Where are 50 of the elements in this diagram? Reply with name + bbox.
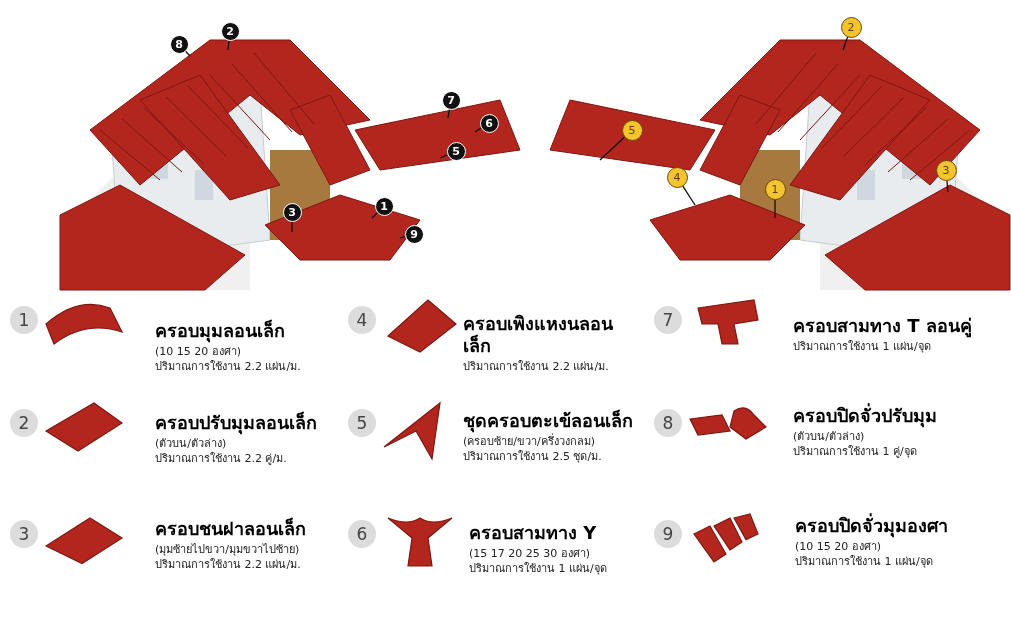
item-title: ครอบชนฝาลอนเล็ก	[155, 518, 306, 540]
leader-line	[946, 179, 949, 193]
item-detail: (10 15 20 องศา)	[795, 539, 883, 554]
item-title: ครอบปิดจั่วมุมองศา	[795, 515, 948, 537]
callout-number: 2	[220, 21, 240, 41]
callout-number: 2	[840, 16, 862, 38]
item-title: ครอบปรับมุมลอนเล็ก	[155, 412, 317, 434]
leader-line	[439, 154, 448, 159]
item-title: ครอบมุมลอนเล็ก	[155, 320, 286, 342]
item-number: 5	[348, 409, 376, 437]
item-detail: (15 17 20 25 30 องศา)	[469, 546, 592, 561]
item-detail: (ตัวบน/ตัวล่าง)	[155, 436, 228, 451]
item-detail: ปริมาณการใช้งาน 1 แผ่น/จุด	[469, 561, 607, 576]
item-number: 4	[348, 306, 376, 334]
item-number: 8	[654, 409, 682, 437]
callout-number: 8	[169, 34, 189, 54]
leader-line	[774, 198, 776, 219]
item-number: 7	[654, 306, 682, 334]
item-detail: ปริมาณการใช้งาน 1 คู่/จุด	[793, 444, 918, 459]
item-number: 2	[10, 409, 38, 437]
item-detail: ปริมาณการใช้งาน 2.5 ชุด/ม.	[463, 449, 603, 464]
item-title: ครอบปิดจั่วปรับมุม	[793, 405, 937, 427]
item-detail: (ครอบซ้าย/ขวา/ครึ่งวงกลม)	[463, 434, 633, 449]
item-title: ครอบสามทาง Y	[469, 522, 598, 544]
item-detail: ปริมาณการใช้งาน 1 แผ่น/จุด	[795, 554, 934, 569]
leader-line	[447, 108, 451, 119]
callout-number: 7	[441, 90, 461, 110]
item-number: 6	[348, 520, 376, 548]
item-detail: ปริมาณการใช้งาน 2.2 คู่/ม.	[155, 451, 288, 466]
item-title: ครอบสามทาง T ลอนคู่	[793, 315, 972, 337]
item-detail: (ตัวบน/ตัวล่าง)	[793, 429, 866, 444]
item-title: ครอบเพิงแหงนลอนเล็ก	[463, 313, 613, 357]
leader-line	[291, 220, 293, 233]
item-detail: ปริมาณการใช้งาน 1 แผ่น/จุด	[793, 339, 932, 354]
leader-line	[842, 36, 849, 51]
item-detail: (มุมซ้ายไปขวา/มุมขวาไปซ้าย)	[155, 542, 301, 557]
leader-line	[371, 212, 378, 219]
item-detail: ปริมาณการใช้งาน 2.2 แผ่น/ม.	[155, 557, 302, 572]
leader-line	[227, 39, 230, 51]
leader-line	[682, 185, 696, 206]
item-detail: ปริมาณการใช้งาน 2.2 แผ่น/ม.	[463, 359, 610, 374]
item-number: 9	[654, 520, 682, 548]
item-number: 3	[10, 520, 38, 548]
item-title: ชุดครอบตะเข้ลอนเล็ก	[463, 410, 633, 432]
leader-line	[399, 235, 406, 239]
item-detail: ปริมาณการใช้งาน 2.2 แผ่น/ม.	[155, 359, 301, 374]
item-detail: (10 15 20 องศา)	[155, 344, 243, 359]
leader-line	[474, 127, 482, 133]
item-number: 1	[10, 306, 38, 334]
leader-line	[599, 136, 625, 161]
